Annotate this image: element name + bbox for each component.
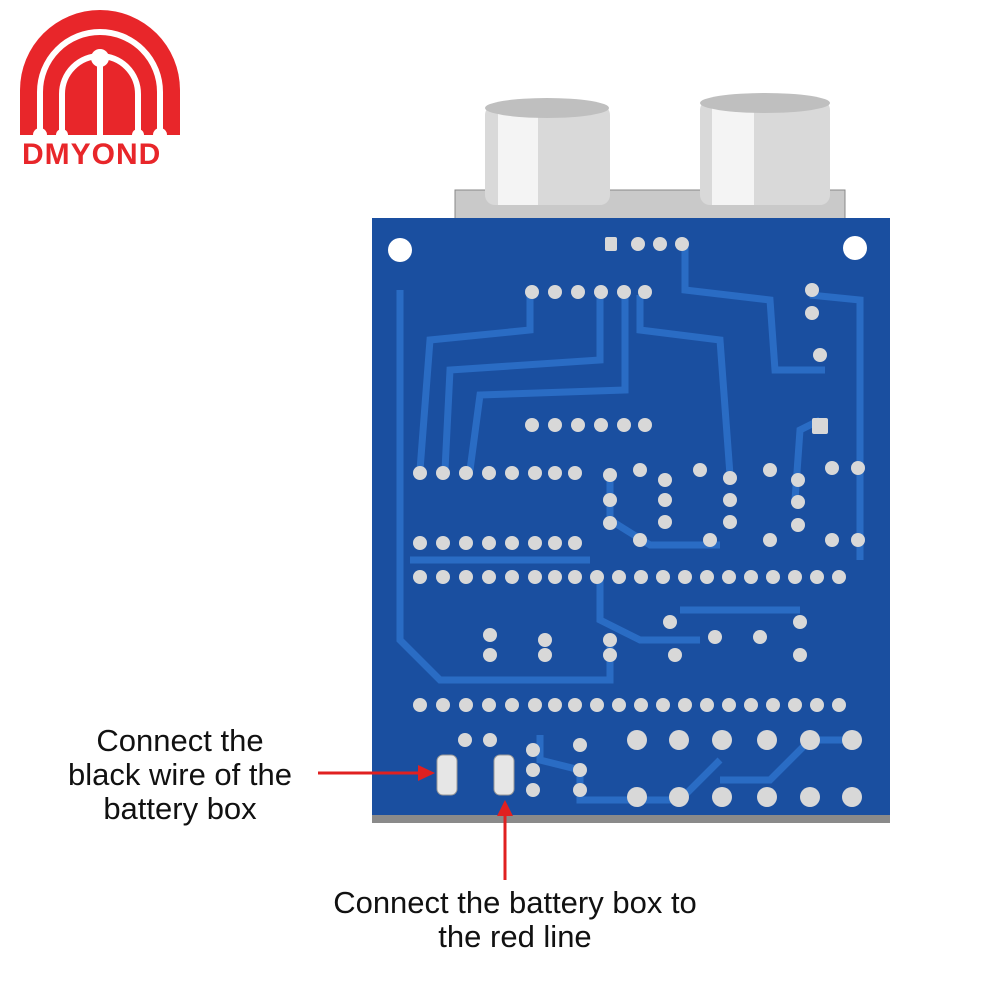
solder-pads: [413, 283, 865, 712]
arrow-black-wire-icon: [318, 765, 435, 781]
brand-name: DMYOND: [22, 138, 162, 171]
arrow-red-wire-icon: [497, 800, 513, 880]
pin-header: [605, 237, 689, 251]
mounting-hole: [843, 236, 867, 260]
ultrasonic-sensor-icon: [454, 93, 846, 226]
red-wire-line-2: the red line: [438, 919, 592, 954]
red-wire-instruction: Connect the battery box to the red line: [290, 886, 740, 954]
black-wire-line-1: Connect the: [96, 723, 264, 758]
black-wire-line-3: battery box: [103, 791, 257, 826]
terminal-pads: [458, 730, 862, 807]
pcb-board: [372, 218, 890, 815]
black-wire-line-2: black wire of the: [68, 757, 292, 792]
black-wire-instruction: Connect the black wire of the battery bo…: [40, 724, 320, 826]
red-wire-line-1: Connect the battery box to: [333, 885, 697, 920]
battery-connector-pads: [436, 754, 515, 796]
mounting-hole: [388, 238, 412, 262]
logo-mark-icon: [20, 10, 180, 142]
brand-logo: [10, 10, 190, 180]
